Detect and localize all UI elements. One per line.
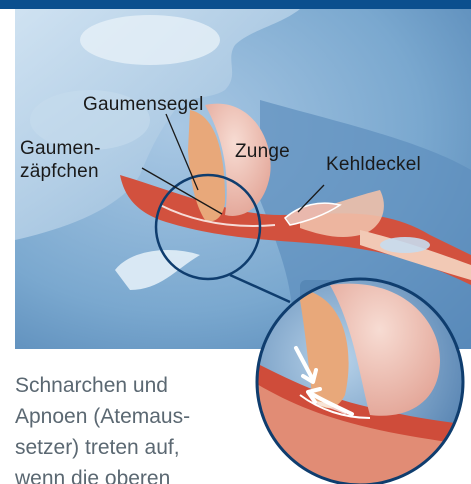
label-epiglottis: Kehldeckel <box>326 153 421 176</box>
label-uvula: Gaumen- zäpfchen <box>20 137 101 183</box>
caption-text: Schnarchen und Apnoen (Atemaus- setzer) … <box>15 370 265 484</box>
label-tongue: Zunge <box>235 140 290 163</box>
label-soft-palate: Gaumensegel <box>83 93 204 116</box>
